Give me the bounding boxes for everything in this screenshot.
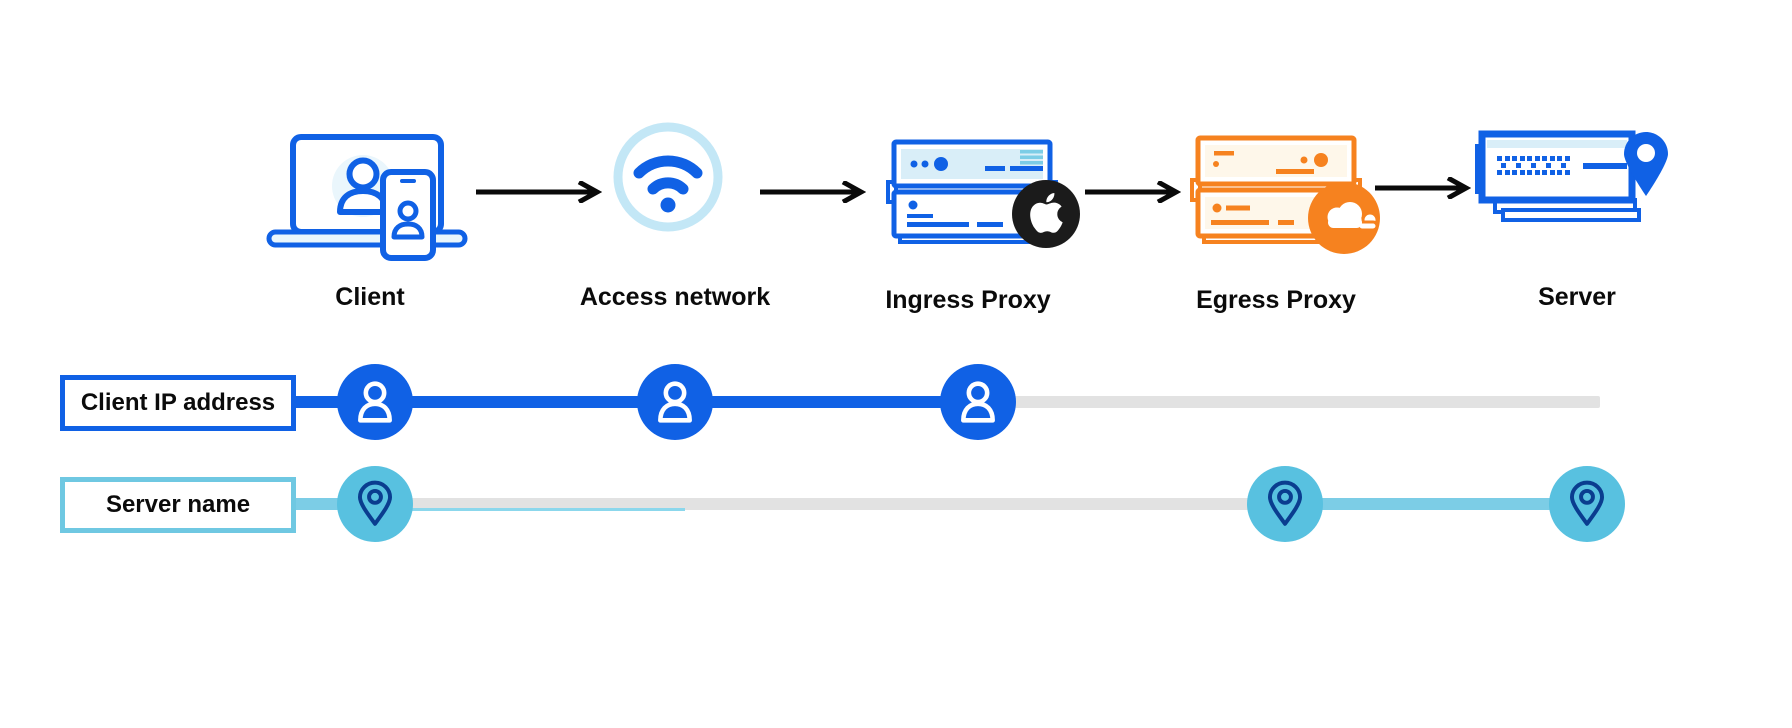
client-ip-marker-ingress-proxy — [940, 364, 1016, 440]
location-pin-icon — [1267, 480, 1303, 526]
client-ip-active-line — [294, 396, 978, 408]
person-icon — [658, 381, 692, 423]
server-name-hidden-line — [375, 498, 1285, 510]
server-name-label: Server name — [105, 491, 251, 518]
person-icon — [961, 381, 995, 423]
arrow-right-icon — [760, 181, 866, 203]
server-name-active-line — [1285, 498, 1587, 510]
arrow-right-icon — [476, 181, 602, 203]
node-label-access-network: Access network — [579, 283, 771, 311]
arrow-right-icon — [1085, 181, 1181, 203]
server-stack-icon — [1190, 135, 1362, 244]
server-name-marker-client — [337, 466, 413, 542]
node-label-client: Client — [335, 283, 405, 311]
person-icon — [358, 381, 392, 423]
client-ip-address-label-box: Client IP address — [60, 375, 296, 431]
location-pin-icon — [357, 480, 393, 526]
cloudflare-logo-icon — [1308, 182, 1380, 254]
server-location-icon — [1475, 130, 1668, 222]
server-name-marker-server — [1549, 466, 1625, 542]
node-label-server: Server — [1538, 283, 1616, 311]
apple-logo-icon — [1012, 180, 1080, 248]
location-pin-icon — [1569, 480, 1605, 526]
server-name-label-box: Server name — [60, 477, 296, 533]
node-label-ingress-proxy: Ingress Proxy — [885, 286, 1051, 314]
client-ip-marker-access-network — [637, 364, 713, 440]
node-label-egress-proxy: Egress Proxy — [1196, 286, 1356, 314]
wifi-icon — [613, 122, 723, 232]
laptop-phone-user-icon — [266, 134, 468, 261]
server-name-marker-egress-proxy — [1247, 466, 1323, 542]
arrow-right-icon — [1375, 177, 1471, 199]
client-ip-address-label: Client IP address — [80, 389, 276, 416]
client-ip-hidden-line — [978, 396, 1600, 408]
client-ip-marker-client — [337, 364, 413, 440]
server-name-thin-line — [405, 508, 685, 511]
